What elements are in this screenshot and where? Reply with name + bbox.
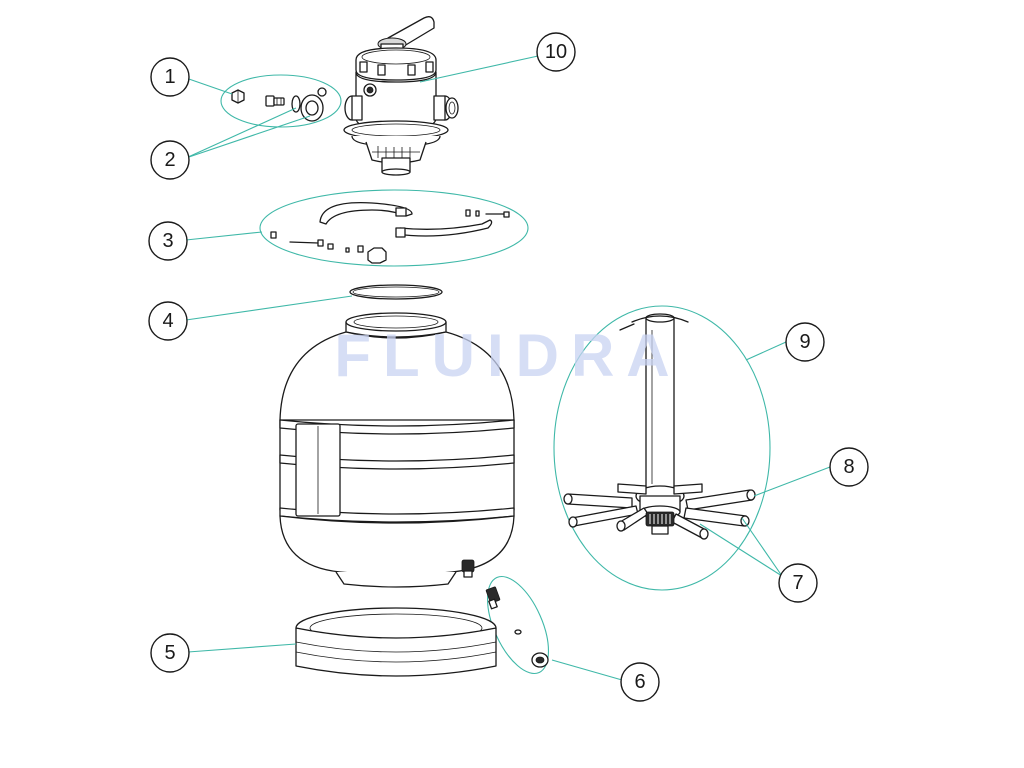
callout-label: 7: [792, 572, 803, 594]
part-6-drain-kit: [485, 586, 549, 668]
callout-4: 4: [148, 301, 188, 341]
callout-5: 5: [150, 633, 190, 673]
leader-lines: [185, 55, 831, 681]
part-9-lateral-assembly: [563, 313, 756, 540]
filter-tank: [279, 312, 515, 588]
callout-10: 10: [536, 32, 576, 72]
part-1-2-fittings: [231, 87, 327, 122]
callout-8: 8: [829, 447, 869, 487]
part-4-o-ring: [349, 284, 443, 300]
group-ring-3: [259, 189, 529, 267]
callout-6: 6: [620, 662, 660, 702]
callout-9: 9: [785, 322, 825, 362]
callout-label: 8: [843, 456, 854, 478]
part-3-clamp-kit: [270, 201, 510, 264]
callout-label: 6: [634, 671, 645, 693]
callout-label: 3: [162, 230, 173, 252]
callout-label: 9: [799, 331, 810, 353]
callout-2: 2: [150, 140, 190, 180]
part-10-multiport-valve: [343, 16, 459, 176]
callout-3: 3: [148, 221, 188, 261]
part-5-base: [295, 607, 497, 677]
callout-label: 5: [164, 642, 175, 664]
callout-label: 10: [545, 41, 567, 63]
callout-label: 2: [164, 149, 175, 171]
callout-label: 1: [164, 66, 175, 88]
callout-1: 1: [150, 57, 190, 97]
watermark-text: FLUIDRA: [334, 322, 681, 389]
group-ring-1: [220, 74, 342, 128]
callout-label: 4: [162, 310, 173, 332]
group-ring-9: [553, 305, 771, 591]
callout-7: 7: [778, 563, 818, 603]
